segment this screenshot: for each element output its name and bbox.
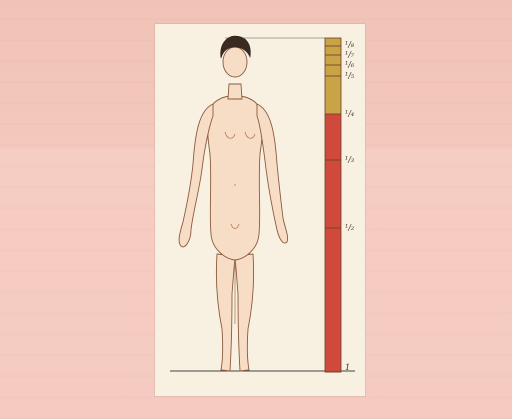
scale-label-1-8: ¹/₈ xyxy=(345,41,354,49)
neck xyxy=(228,84,242,99)
left-arm xyxy=(179,104,213,247)
scale-lower-band xyxy=(325,114,341,372)
left-leg xyxy=(216,254,235,371)
scale-label-1-7: ¹/₇ xyxy=(345,51,354,59)
figure-illustration xyxy=(155,24,365,396)
scale-label-1-2: ¹/₂ xyxy=(345,224,354,232)
proportion-scale-bar xyxy=(325,38,341,372)
scale-label-1-5: ¹/₅ xyxy=(345,72,354,80)
right-arm xyxy=(257,104,288,243)
right-leg xyxy=(235,254,254,371)
scale-label-1: 1 xyxy=(345,364,350,372)
illustration-plate: ¹/₈ ¹/₇ ¹/₆ ¹/₅ ¹/₄ ¹/₃ ¹/₂ 1 xyxy=(155,24,365,396)
head xyxy=(223,47,247,77)
scale-label-1-4: ¹/₄ xyxy=(345,110,354,118)
scale-label-1-6: ¹/₆ xyxy=(345,61,354,69)
scale-label-1-3: ¹/₃ xyxy=(345,156,354,164)
torso xyxy=(208,96,263,260)
human-figure xyxy=(179,47,287,371)
